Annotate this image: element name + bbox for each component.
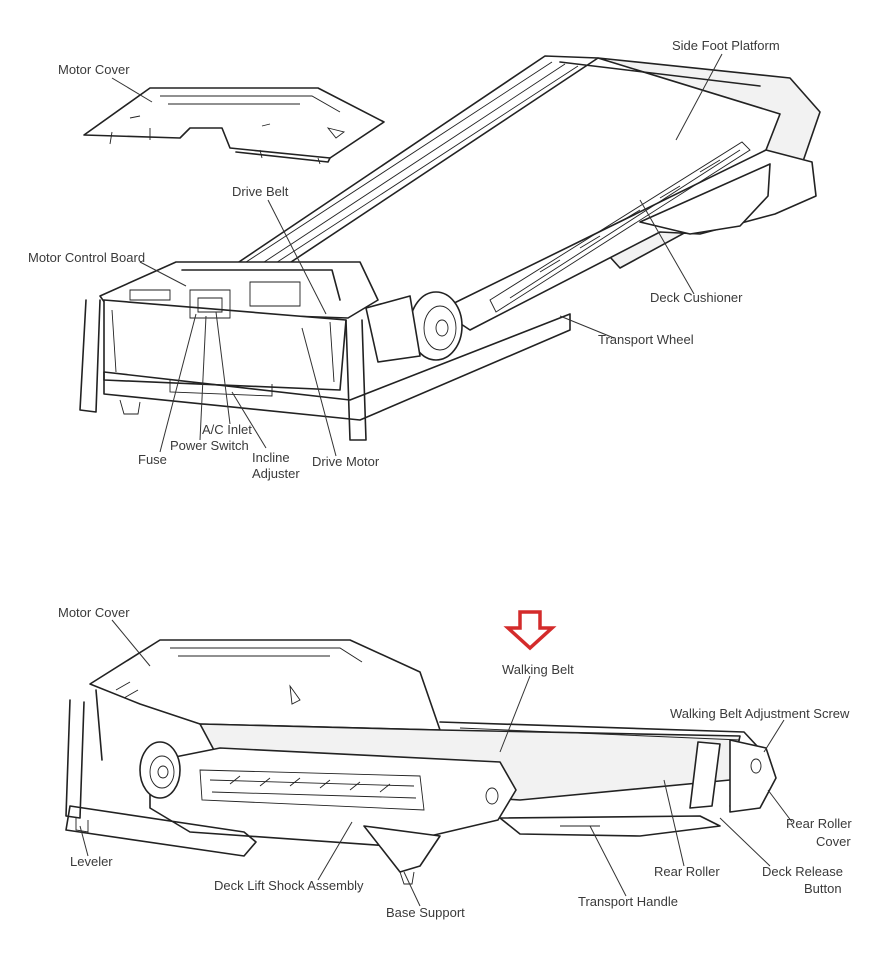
label-deck-release-button-line1: Deck Release (762, 864, 843, 879)
label-motor-cover-bottom: Motor Cover (58, 605, 130, 620)
bottom-side-rail (149, 747, 517, 873)
label-incline-adjuster-line1: Incline (252, 450, 290, 465)
label-power-switch: Power Switch (170, 438, 249, 453)
label-ac-inlet: A/C Inlet (202, 422, 252, 437)
bottom-motor-cover-part (89, 639, 441, 731)
label-deck-cushioner: Deck Cushioner (650, 290, 743, 305)
label-transport-handle: Transport Handle (578, 894, 678, 909)
label-drive-motor: Drive Motor (312, 454, 380, 469)
bottom-rear-cap (729, 739, 777, 813)
top-deck-rails (229, 55, 821, 331)
top-motor-housing (99, 261, 379, 397)
label-deck-lift-shock-assembly: Deck Lift Shock Assembly (214, 878, 364, 893)
label-base-support: Base Support (386, 905, 465, 920)
bottom-leader-lines (79, 619, 793, 907)
label-fuse: Fuse (138, 452, 167, 467)
top-motor-cover-part (83, 87, 385, 165)
bottom-motor-roller (139, 741, 181, 799)
label-rear-roller: Rear Roller (654, 864, 720, 879)
label-rear-roller-cover-line2: Cover (816, 834, 851, 849)
label-side-foot-platform: Side Foot Platform (672, 38, 780, 53)
label-walking-belt: Walking Belt (502, 662, 574, 677)
walking-belt-down-arrow-icon (503, 610, 557, 651)
bottom-labels: Motor Cover Walking Belt Walking Belt Ad… (58, 605, 852, 920)
top-labels: Motor Cover Side Foot Platform Drive Bel… (28, 38, 780, 481)
top-leader-lines (111, 53, 723, 457)
label-rear-roller-cover-line1: Rear Roller (786, 816, 852, 831)
label-drive-belt: Drive Belt (232, 184, 289, 199)
top-drive-roller (365, 291, 463, 363)
label-leveler: Leveler (70, 854, 113, 869)
bottom-treadmill-illustration (65, 610, 793, 907)
top-treadmill-illustration (79, 53, 821, 457)
label-walking-belt-adjustment-screw: Walking Belt Adjustment Screw (670, 706, 850, 721)
red-arrow-shape (503, 610, 557, 651)
label-transport-wheel: Transport Wheel (598, 332, 694, 347)
bottom-base-frame (65, 689, 721, 885)
label-deck-release-button-line2: Button (804, 881, 842, 896)
label-motor-control-board: Motor Control Board (28, 250, 145, 265)
label-motor-cover-top: Motor Cover (58, 62, 130, 77)
label-incline-adjuster-line2: Adjuster (252, 466, 300, 481)
top-base-frame (79, 299, 571, 441)
